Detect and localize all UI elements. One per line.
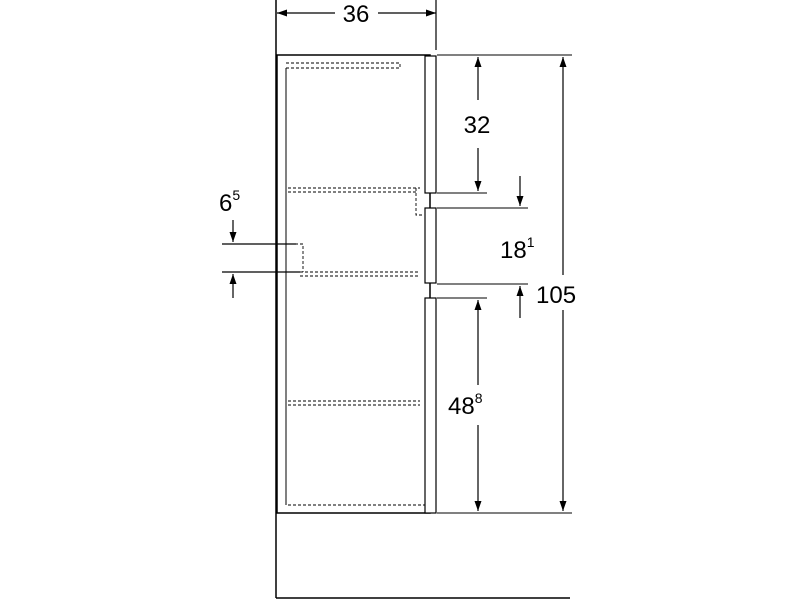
width-dimension [277,0,437,50]
cabinet-outline [276,54,431,514]
extension-lines [437,54,572,514]
wall-and-floor [275,0,570,599]
top-inner-dashed [286,62,401,69]
width-label: 36 [343,1,370,28]
top-drawer-label: 32 [464,112,491,139]
hidden-lines [286,62,425,506]
bottom-drawer-front [424,297,437,514]
side-offset-label: 65 [219,187,240,217]
bottom-drawer-label: 488 [448,390,483,420]
shelf-2-step-dashed [295,243,304,272]
top-drawer-front [424,55,437,194]
middle-drawer-front [424,207,437,284]
cabinet-body [276,54,431,514]
total-height-label: 105 [536,282,576,309]
shelf-1-step-dashed [415,188,423,216]
side-offset-dimension [222,220,300,298]
middle-drawer-label: 181 [500,234,535,264]
front-panels [424,55,437,514]
